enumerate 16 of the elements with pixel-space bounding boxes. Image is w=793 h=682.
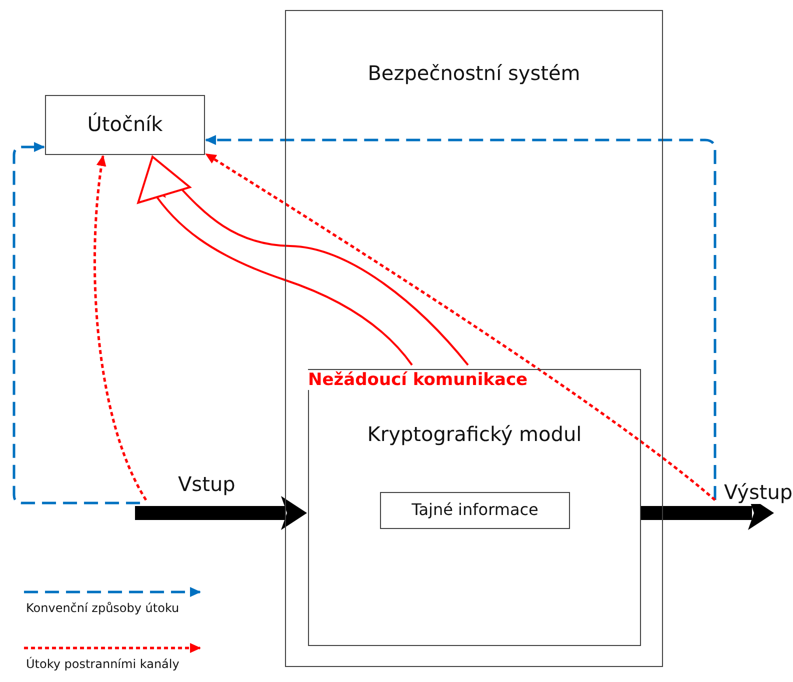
box-title: Tajné informace	[410, 500, 540, 519]
legend-text: Útoky postranními kanály	[26, 657, 180, 671]
thick-arrow	[135, 496, 307, 530]
system-box	[285, 10, 663, 667]
legend-text: Konvenční způsoby útoku	[26, 601, 180, 615]
secret-info-box	[380, 492, 570, 529]
attacker-box	[45, 95, 205, 155]
edge-label: Výstup	[722, 480, 793, 504]
box-title: Bezpečnostní systém	[366, 61, 582, 85]
box-title: Útočník	[86, 112, 164, 136]
edge-label: Nežádoucí komunikace	[306, 370, 530, 390]
dashed-arrow	[94, 155, 148, 501]
module-box	[308, 369, 641, 646]
dashed-arrow	[12, 142, 140, 504]
box-title: Kryptografický modul	[366, 422, 583, 446]
hollow-arrow	[137, 156, 469, 366]
